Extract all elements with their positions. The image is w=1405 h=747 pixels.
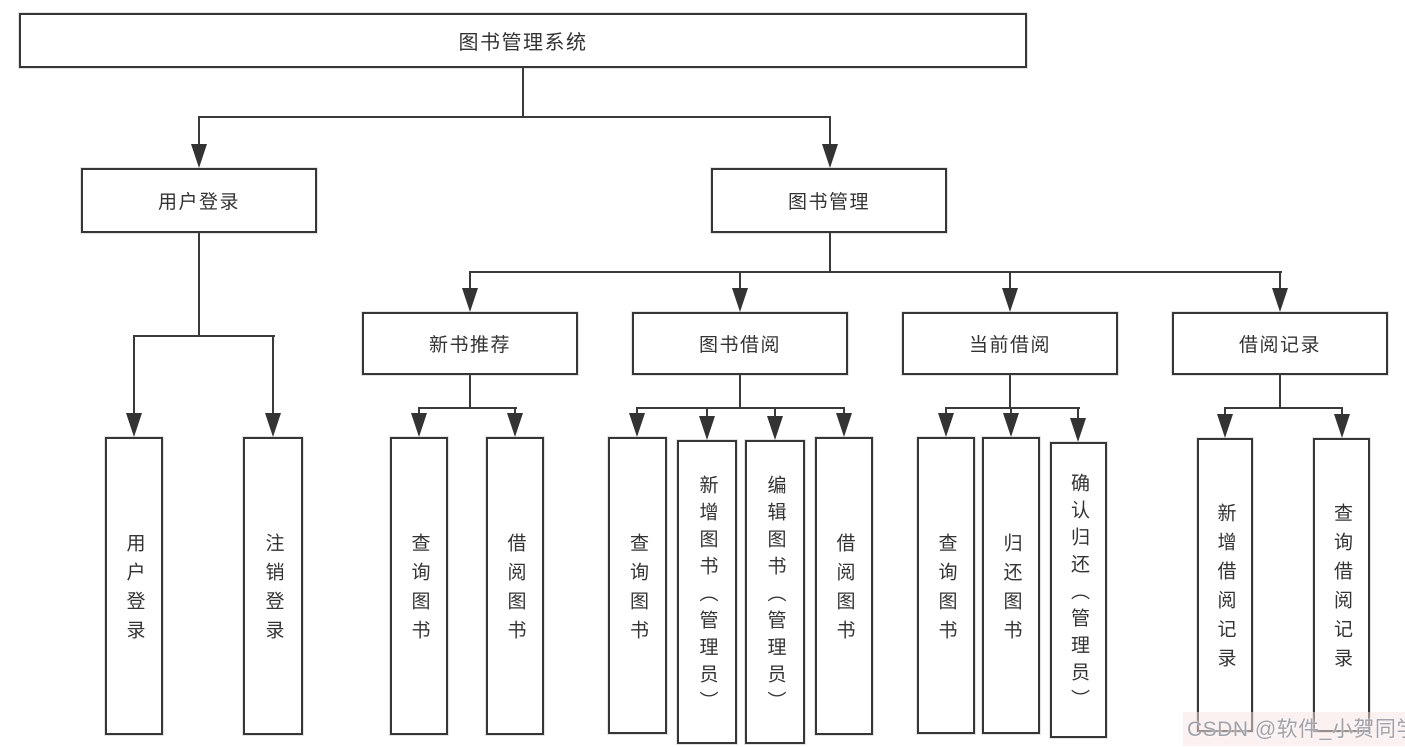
node-label: 查询图书 <box>935 532 957 649</box>
connector-line-v <box>1278 375 1282 408</box>
connector-line-v <box>197 116 201 148</box>
connector-line-v <box>1009 407 1013 416</box>
arrow-down-icon <box>1003 413 1019 437</box>
node-label: 归还图书 <box>1000 532 1022 649</box>
node-nbr-query-books: 查询图书 <box>390 437 448 735</box>
node-label: 新增图书（管理员） <box>696 474 718 718</box>
connector-line-h <box>132 334 275 337</box>
node-bb-borrow-books: 借阅图书 <box>815 437 873 735</box>
node-label: 用户登录 <box>157 192 240 213</box>
node-cb-confirm-return-admin: 确认归还（管理员） <box>1050 442 1107 738</box>
connector-line-v <box>828 116 832 148</box>
connector-line-v <box>271 335 275 417</box>
arrow-down-icon <box>507 413 523 437</box>
node-label: 注销登录 <box>262 533 284 649</box>
connector-line-v <box>1278 271 1282 293</box>
connector-line-v <box>1340 407 1344 417</box>
connector-line-v <box>738 375 742 408</box>
node-book-management: 图书管理 <box>711 168 947 233</box>
node-label: 新书推荐 <box>428 335 511 356</box>
arrow-down-icon <box>126 413 142 437</box>
node-cb-return-books: 归还图书 <box>982 437 1040 734</box>
connector-line-v <box>1076 407 1080 421</box>
csdn-watermark: CSDN @软件_小贺同学 <box>1183 712 1405 746</box>
arrow-down-icon <box>767 416 783 440</box>
node-borrowing-records: 借阅记录 <box>1172 312 1388 375</box>
arrow-down-icon <box>1334 414 1350 438</box>
node-bb-edit-books-admin: 编辑图书（管理员） <box>745 440 805 744</box>
arrow-down-icon <box>836 413 852 437</box>
connector-line-v <box>635 407 639 416</box>
arrow-down-icon <box>629 413 645 437</box>
connector-line-v <box>738 271 742 293</box>
connector-line-v <box>468 375 472 408</box>
connector-line-v <box>417 407 421 416</box>
node-user-login: 用户登录 <box>105 437 163 735</box>
node-label: 用户登录 <box>123 533 145 649</box>
arrow-down-icon <box>1070 418 1086 442</box>
arrow-down-icon <box>191 144 207 168</box>
node-book-borrowing: 图书借阅 <box>632 312 848 375</box>
arrow-down-icon <box>732 288 748 312</box>
connector-line-v <box>513 407 517 416</box>
connector-line-v <box>828 233 832 272</box>
arrow-down-icon <box>265 413 281 437</box>
arrow-down-icon <box>411 413 427 437</box>
node-label: 图书管理系统 <box>458 32 588 54</box>
node-label: 借阅记录 <box>1238 335 1321 356</box>
node-label: 查询图书 <box>408 533 430 649</box>
connector-line-h <box>635 406 845 409</box>
arrow-down-icon <box>1002 288 1018 312</box>
node-label: 确认归还（管理员） <box>1068 472 1089 716</box>
node-label: 当前借阅 <box>968 335 1051 356</box>
connector-line-v <box>1008 271 1012 293</box>
node-label: 编辑图书（管理员） <box>764 474 786 718</box>
connector-line-v <box>197 233 201 336</box>
connector-line-h <box>468 270 1282 273</box>
node-br-query-record: 查询借阅记录 <box>1313 438 1370 732</box>
node-cb-query-books: 查询图书 <box>917 437 975 734</box>
node-library-management-system: 图书管理系统 <box>19 13 1027 68</box>
node-label: 查询借阅记录 <box>1331 503 1352 677</box>
node-bb-query-books: 查询图书 <box>608 437 667 734</box>
node-label: 借阅图书 <box>833 533 855 649</box>
connector-line-v <box>132 335 136 417</box>
connector-line-v <box>521 68 525 117</box>
connector-line-v <box>842 407 846 416</box>
arrow-down-icon <box>462 288 478 312</box>
node-user-login-module: 用户登录 <box>81 168 317 233</box>
arrow-down-icon <box>938 413 954 437</box>
connector-line-v <box>1223 407 1227 417</box>
connector-line-v <box>944 407 948 416</box>
connector-line-v <box>468 271 472 293</box>
node-label: 新增借阅记录 <box>1214 503 1236 677</box>
node-logout-login: 注销登录 <box>243 437 303 735</box>
node-new-book-recommend: 新书推荐 <box>362 312 578 375</box>
connector-line-v <box>1008 375 1012 408</box>
connector-line-h <box>417 406 517 409</box>
node-current-borrowing: 当前借阅 <box>902 312 1118 375</box>
node-label: 查询图书 <box>627 532 648 649</box>
node-label: 借阅图书 <box>504 533 526 649</box>
arrow-down-icon <box>699 416 715 440</box>
node-nbr-borrow-books: 借阅图书 <box>486 437 544 735</box>
node-label: 图书管理 <box>787 192 870 213</box>
connector-line-v <box>705 407 709 419</box>
arrow-down-icon <box>1217 414 1233 438</box>
connector-line-h <box>198 115 831 118</box>
node-label: 图书借阅 <box>698 335 781 356</box>
connector-line-v <box>773 407 777 419</box>
arrow-down-icon <box>822 144 838 168</box>
node-br-add-record: 新增借阅记录 <box>1197 438 1253 732</box>
arrow-down-icon <box>1272 288 1288 312</box>
connector-line-h <box>944 406 1080 409</box>
connector-line-h <box>1223 406 1343 409</box>
node-bb-add-books-admin: 新增图书（管理员） <box>677 440 737 744</box>
